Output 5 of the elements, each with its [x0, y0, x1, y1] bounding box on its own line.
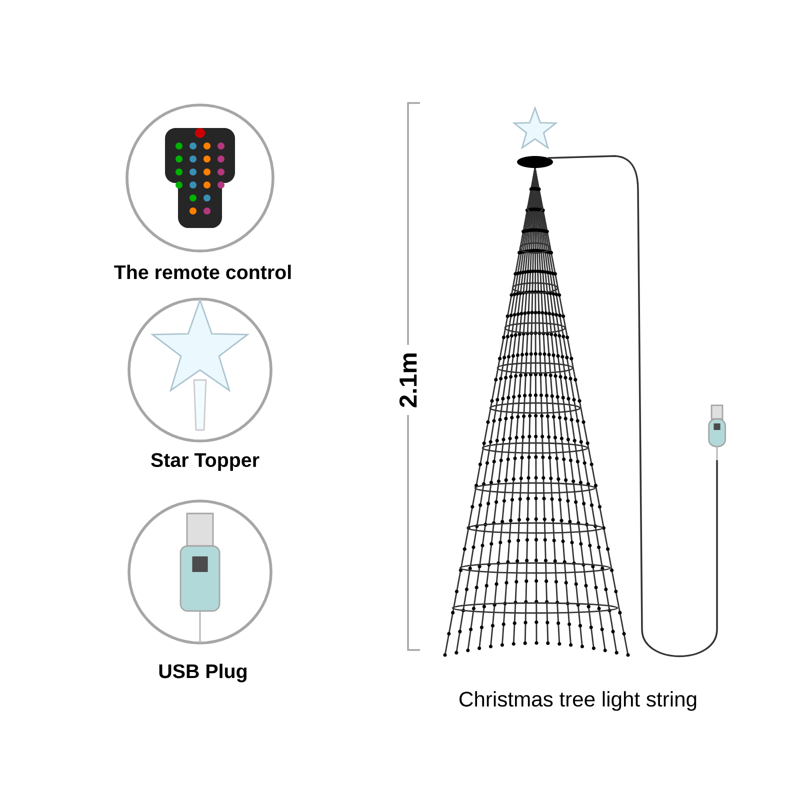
node-label: The remote control [114, 264, 291, 280]
node-label: Star Topper [151, 453, 260, 471]
dimension-label: 2.1m [392, 344, 424, 416]
node-label: USB Plug [159, 664, 246, 682]
node-label: Christmas tree light string [460, 691, 696, 711]
